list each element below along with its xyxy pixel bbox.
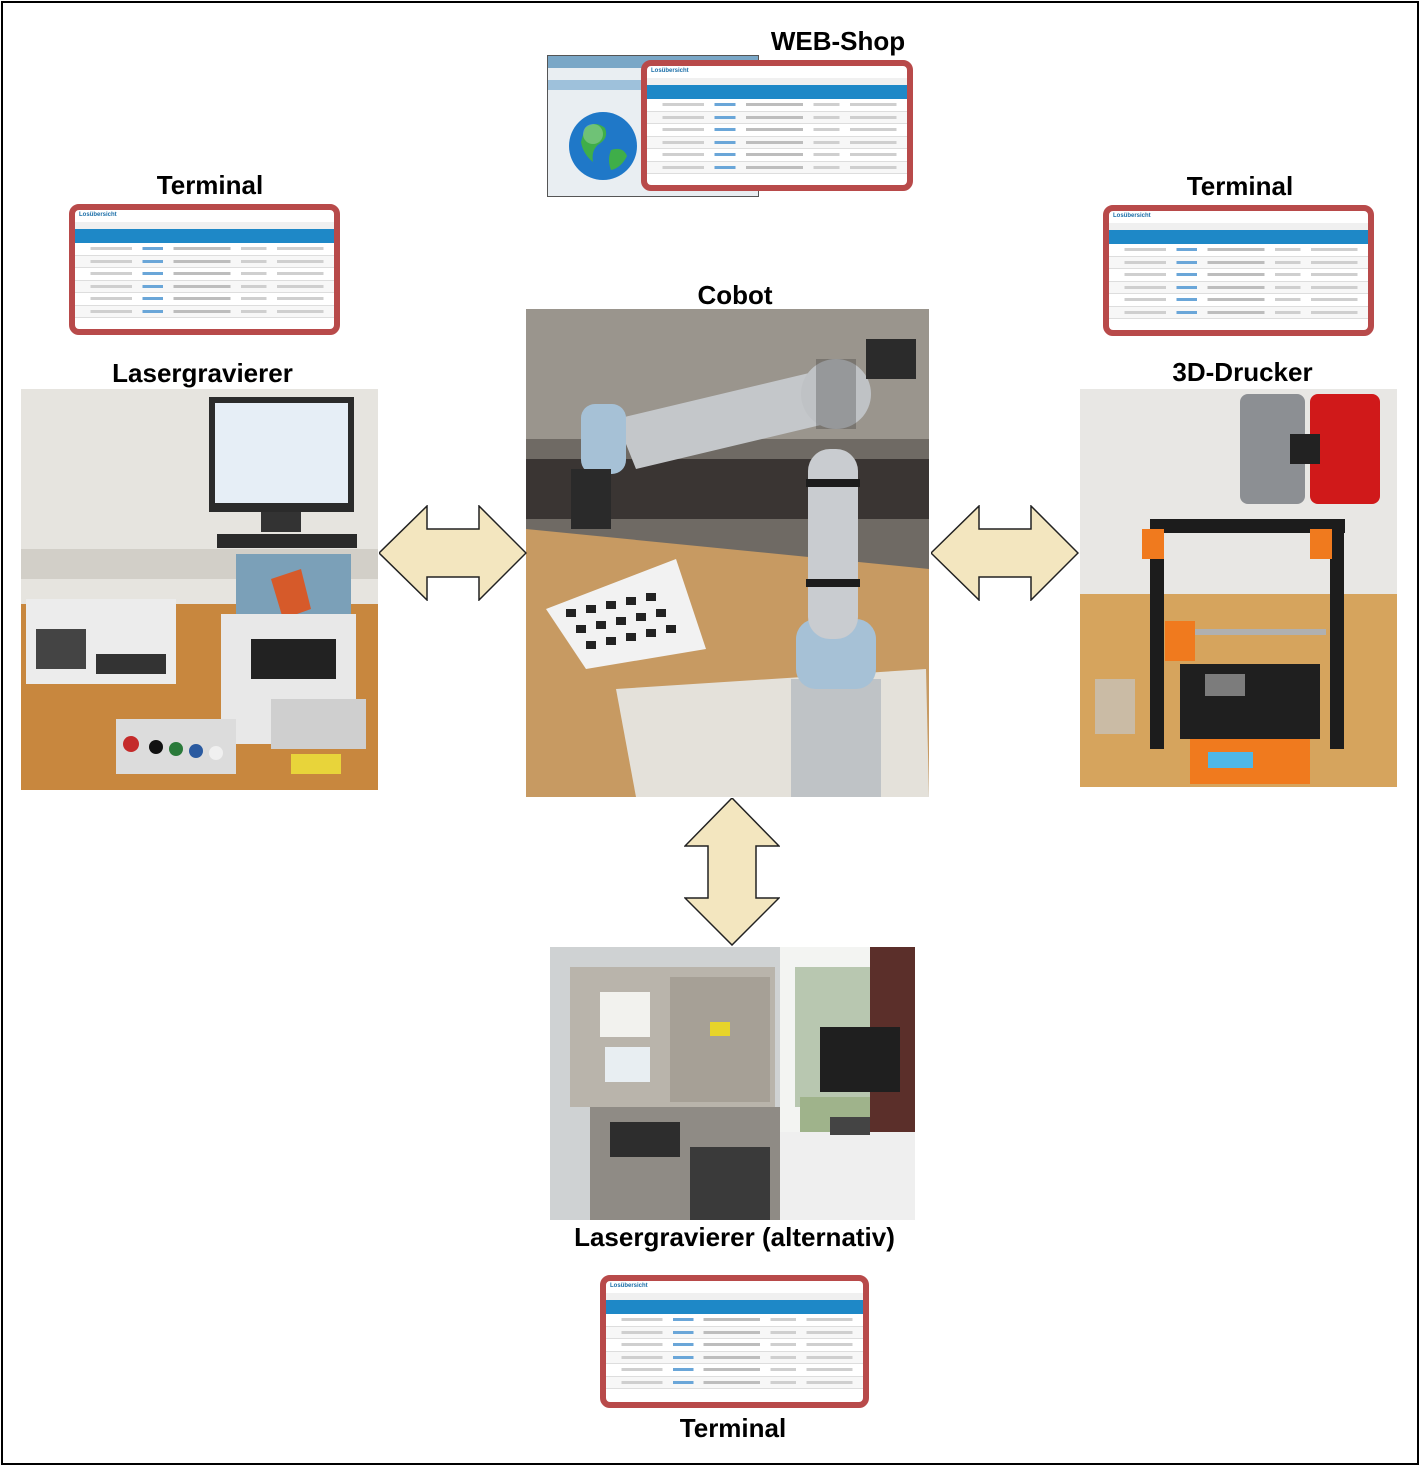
terminal-screen-title: Losübersicht [79,212,117,218]
label-3d-drucker: 3D-Drucker [1172,357,1313,387]
label-webshop: WEB-Shop [770,26,906,56]
label-lasergravierer: Lasergravierer [112,358,293,388]
globe-icon [569,112,637,180]
terminal-screen-title: Losübersicht [1113,213,1151,219]
label-cobot: Cobot [697,280,773,310]
terminal-screen-title: Losübersicht [610,1283,648,1289]
double-arrow-down [684,798,780,946]
cobot-photo [526,309,929,797]
terminal-bottom-screen: Losübersicht [600,1275,869,1408]
terminal-screen-title: Losübersicht [651,68,689,74]
lasergravierer-alternativ-photo [550,947,915,1220]
3d-drucker-photo [1080,389,1397,787]
label-terminal-bottom: Terminal [679,1413,787,1443]
double-arrow-right [931,505,1079,601]
double-arrow-left [379,505,527,601]
terminal-left-screen: Losübersicht [69,204,340,335]
lasergravierer-photo [21,389,378,790]
label-lasergravierer-alternativ: Lasergravierer (alternativ) [574,1222,895,1252]
webshop-terminal-screen: Losübersicht [641,60,913,191]
terminal-right-screen: Losübersicht [1103,205,1374,336]
label-terminal-left: Terminal [156,170,264,200]
label-terminal-right: Terminal [1186,171,1294,201]
